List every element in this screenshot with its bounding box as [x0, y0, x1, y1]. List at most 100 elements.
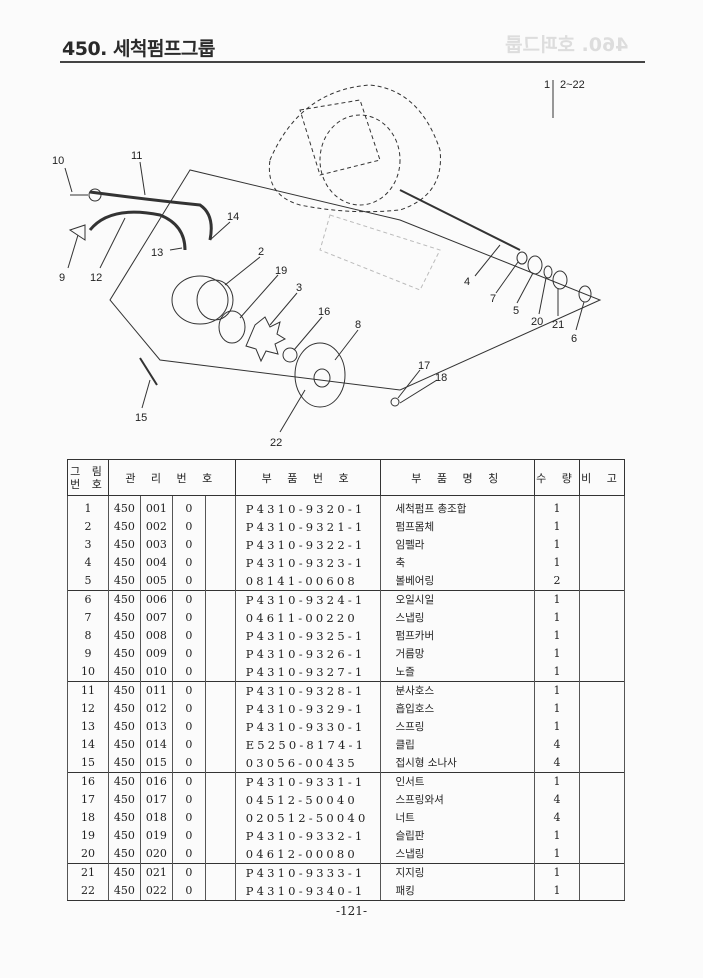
mgmt-group: 450	[107, 536, 141, 554]
part-name: 노즐	[380, 663, 536, 682]
pump-group-outline	[109, 169, 602, 391]
mgmt-group: 450	[107, 827, 141, 845]
remarks	[579, 645, 625, 663]
mgmt-rev: 0	[171, 572, 206, 591]
qty: 1	[534, 590, 581, 609]
mgmt-group: 450	[107, 809, 141, 827]
mgmt-rev: 0	[171, 863, 206, 882]
callout: 14	[227, 211, 239, 223]
engine-outline	[268, 84, 441, 291]
callout: 7	[490, 293, 496, 305]
qty: 1	[534, 609, 581, 627]
qty: 1	[534, 718, 581, 736]
part-no: 020512-50040	[234, 809, 382, 827]
callout: 8	[355, 319, 361, 331]
mgmt-group: 450	[107, 863, 141, 882]
remarks	[579, 495, 625, 518]
fig-no: 14	[67, 736, 109, 754]
part-no: P4310-9324-1	[234, 590, 382, 609]
mgmt-rev: 0	[171, 681, 206, 700]
mgmt-rev: 0	[171, 827, 206, 845]
mgmt-blank	[204, 645, 236, 663]
insert-16	[282, 347, 298, 363]
mgmt-rev: 0	[171, 845, 206, 864]
part-name: 스냅링	[380, 845, 536, 864]
mgmt-item: 014	[139, 736, 173, 754]
fig-no: 3	[67, 536, 109, 554]
callout: 16	[318, 306, 330, 318]
remarks	[579, 572, 625, 591]
mgmt-item: 002	[139, 518, 173, 536]
part-name: 거름망	[380, 645, 536, 663]
fig-no: 13	[67, 718, 109, 736]
assembly-note-main: 1	[544, 79, 550, 91]
remarks	[579, 590, 625, 609]
callout: 2	[258, 246, 264, 258]
part-name: 클립	[380, 736, 536, 754]
callout: 20	[531, 316, 543, 328]
mgmt-item: 007	[139, 609, 173, 627]
qty: 1	[534, 827, 581, 845]
part-no: 04512-50040	[234, 791, 382, 809]
remarks	[579, 791, 625, 809]
mgmt-group: 450	[107, 518, 141, 536]
part-no: P4310-9325-1	[234, 627, 382, 645]
fig-no: 17	[67, 791, 109, 809]
callout: 9	[59, 272, 65, 284]
part-no: P4310-9323-1	[234, 554, 382, 572]
part-no: E5250-8174-1	[234, 736, 382, 754]
callout: 3	[296, 282, 302, 294]
part-name: 세척펌프 총조합	[380, 495, 536, 518]
title-underline	[60, 61, 645, 63]
callout: 17	[418, 360, 430, 372]
remarks	[579, 863, 625, 882]
mgmt-group: 450	[107, 772, 141, 791]
part-no: P4310-9321-1	[234, 518, 382, 536]
callout: 19	[275, 265, 287, 277]
fig-no: 18	[67, 809, 109, 827]
qty: 1	[534, 495, 581, 518]
part-no: P4310-9326-1	[234, 645, 382, 663]
part-no: P4310-9329-1	[234, 700, 382, 718]
callout: 10	[52, 155, 64, 167]
fig-no: 2	[67, 518, 109, 536]
snap-ring-20	[543, 265, 553, 279]
header-fig-no: 그 림 번 호	[67, 459, 109, 496]
mgmt-item: 015	[139, 754, 173, 773]
part-name: 임펠라	[380, 536, 536, 554]
qty: 1	[534, 627, 581, 645]
callout: 12	[90, 272, 102, 284]
mgmt-group: 450	[107, 572, 141, 591]
page-number: -121-	[335, 904, 367, 918]
header-mgmt-no: 관 리 번 호	[107, 459, 236, 496]
part-name: 오일시일	[380, 590, 536, 609]
mgmt-rev: 0	[171, 536, 206, 554]
fig-no: 15	[67, 754, 109, 773]
mgmt-item: 004	[139, 554, 173, 572]
part-name: 인서트	[380, 772, 536, 791]
part-name: 볼베어링	[380, 572, 536, 591]
qty: 4	[534, 736, 581, 754]
remarks	[579, 827, 625, 845]
callout: 18	[435, 372, 447, 384]
bearing-6	[578, 285, 592, 303]
remarks	[579, 627, 625, 645]
part-name: 분사호스	[380, 681, 536, 700]
qty: 1	[534, 554, 581, 572]
fig-no: 21	[67, 863, 109, 882]
mgmt-blank	[204, 572, 236, 591]
mgmt-item: 003	[139, 536, 173, 554]
mgmt-item: 016	[139, 772, 173, 791]
part-name: 접시형 소나사	[380, 754, 536, 773]
support-ring-21	[552, 270, 568, 290]
parts-table: 그 림 번 호 관 리 번 호 부 품 번 호 부 품 명 칭 수 량 비 고 …	[67, 459, 625, 901]
callout: 13	[151, 247, 163, 259]
mgmt-rev: 0	[171, 518, 206, 536]
mgmt-group: 450	[107, 845, 141, 864]
fig-no: 5	[67, 572, 109, 591]
mgmt-rev: 0	[171, 495, 206, 518]
